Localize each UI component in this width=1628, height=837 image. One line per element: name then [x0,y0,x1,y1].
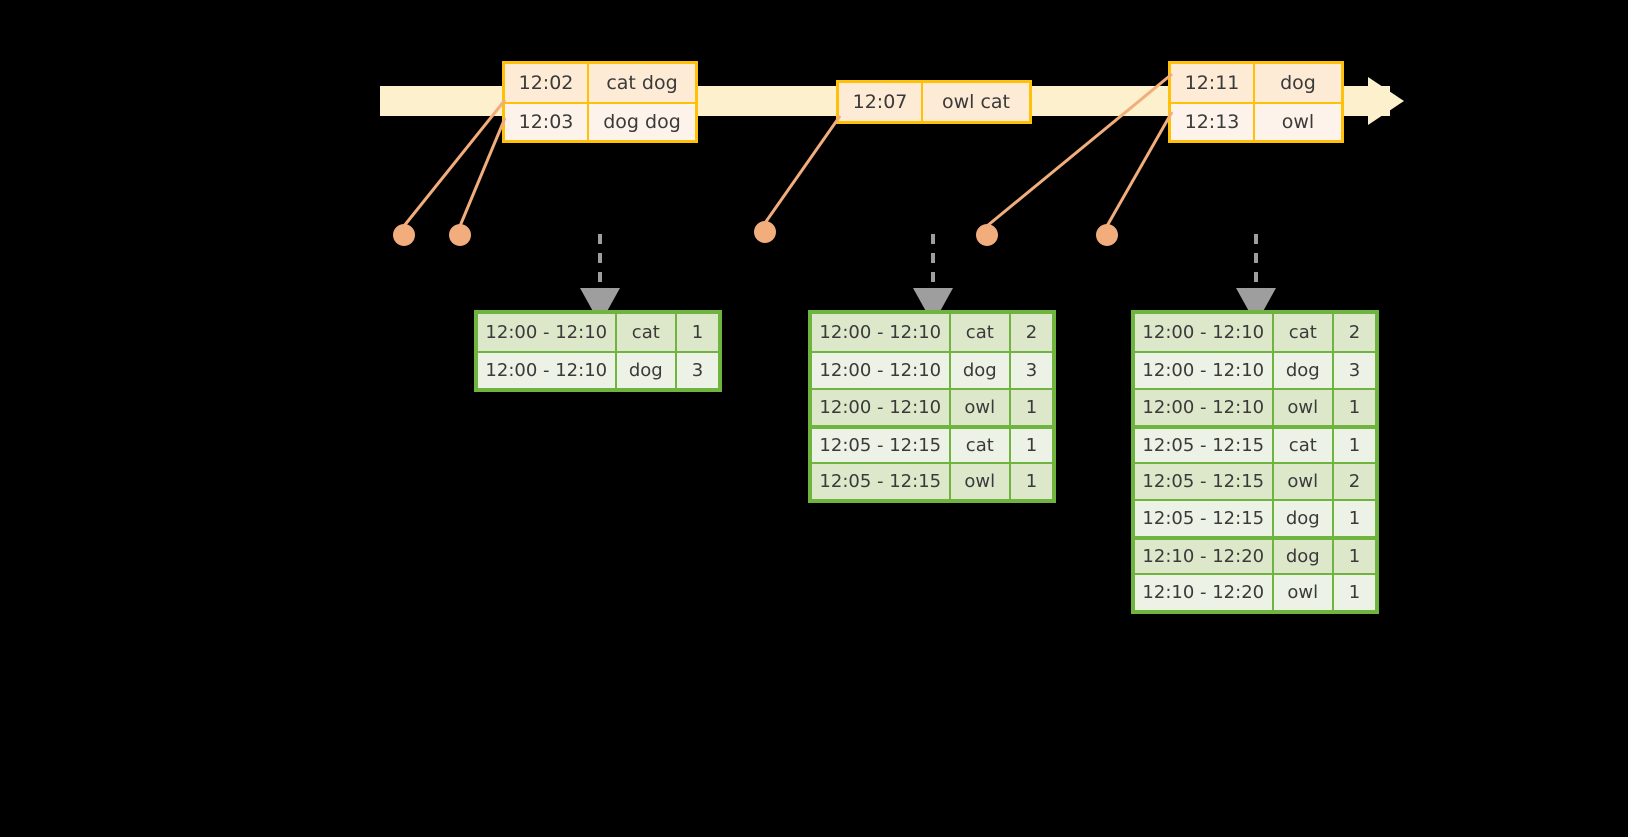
cell-key: cat [1274,314,1335,351]
leader-line-5 [1105,111,1174,227]
event-row: 12:07 owl cat [839,83,1029,121]
cell-key: dog [1274,501,1335,536]
cell-key: owl [1274,575,1335,610]
cell-count: 3 [1025,360,1038,381]
connector-dot-2 [449,224,471,246]
event-words: owl cat [941,91,1011,113]
cell-count: 2 [1348,471,1361,492]
cell-count: 1 [1348,582,1361,603]
cell-key: owl [1274,390,1335,425]
cell-window: 12:00 - 12:10 [812,314,951,351]
event-time: 12:13 [1171,104,1255,140]
cell-key: cat [617,314,678,351]
cell-window: 12:00 - 12:10 [812,390,951,425]
event-words: owl [1281,111,1315,133]
cell-key: dog [617,353,678,388]
cell-window: 12:00 - 12:10 [478,314,617,351]
cell-window: 12:05 - 12:15 [1135,501,1274,536]
leader-line-3 [763,115,842,224]
cell-count: 3 [1348,360,1361,381]
connector-dot-5 [1096,224,1118,246]
timeline-arrowhead-icon [1368,77,1404,125]
leader-line-1 [402,99,507,227]
cell-window: 12:05 - 12:15 [812,464,951,499]
connector-dot-4 [976,224,998,246]
cell-window: 12:00 - 12:10 [1135,390,1274,425]
cell-key: cat [951,429,1012,462]
cell-count: 1 [1348,546,1361,567]
emit-arrows-group [580,234,1276,324]
cell-count: 1 [1025,471,1038,492]
leader-line-4 [986,72,1173,228]
cell-key: owl [1274,464,1335,499]
event-time: 12:11 [1171,64,1255,102]
cell-count: 1 [691,322,704,343]
event-row: 12:13 owl [1171,102,1341,140]
cell-count: 2 [1348,322,1361,343]
cell-window: 12:05 - 12:15 [812,429,951,462]
cell-window: 12:05 - 12:15 [1135,464,1274,499]
event-box-2: 12:07 owl cat [836,80,1032,124]
event-time: 12:03 [505,104,589,140]
cell-count: 1 [1348,508,1361,529]
cell-count: 1 [1348,397,1361,418]
event-time: 12:07 [839,83,923,121]
leader-lines-group [402,72,1174,228]
event-box-3: 12:11 dog 12:13 owl [1168,61,1344,143]
cell-window: 12:10 - 12:20 [1135,540,1274,573]
cell-window: 12:00 - 12:10 [478,353,617,388]
event-row: 12:11 dog [1171,64,1341,102]
event-time: 12:02 [505,64,589,102]
leader-line-2 [458,117,507,227]
cell-window: 12:05 - 12:15 [1135,429,1274,462]
event-words: dog dog [603,111,681,133]
cell-key: owl [951,464,1012,499]
cell-count: 1 [1025,435,1038,456]
cell-count: 1 [1025,397,1038,418]
cell-key: dog [1274,353,1335,388]
cell-key: cat [1274,429,1335,462]
cell-count: 2 [1025,322,1038,343]
cell-key: cat [951,314,1012,351]
event-words: dog [1280,72,1316,94]
cell-window: 12:10 - 12:20 [1135,575,1274,610]
cell-key: owl [951,390,1012,425]
connector-dot-3 [754,221,776,243]
cell-window: 12:00 - 12:10 [1135,314,1274,351]
cell-key: dog [1274,540,1335,573]
cell-window: 12:00 - 12:10 [812,353,951,388]
event-row: 12:02 cat dog [505,64,695,102]
cell-count: 3 [691,360,704,381]
cell-window: 12:00 - 12:10 [1135,353,1274,388]
event-row: 12:03 dog dog [505,102,695,140]
event-words: cat dog [606,72,678,94]
connector-dot-1 [393,224,415,246]
cell-count: 1 [1348,435,1361,456]
cell-key: dog [951,353,1012,388]
